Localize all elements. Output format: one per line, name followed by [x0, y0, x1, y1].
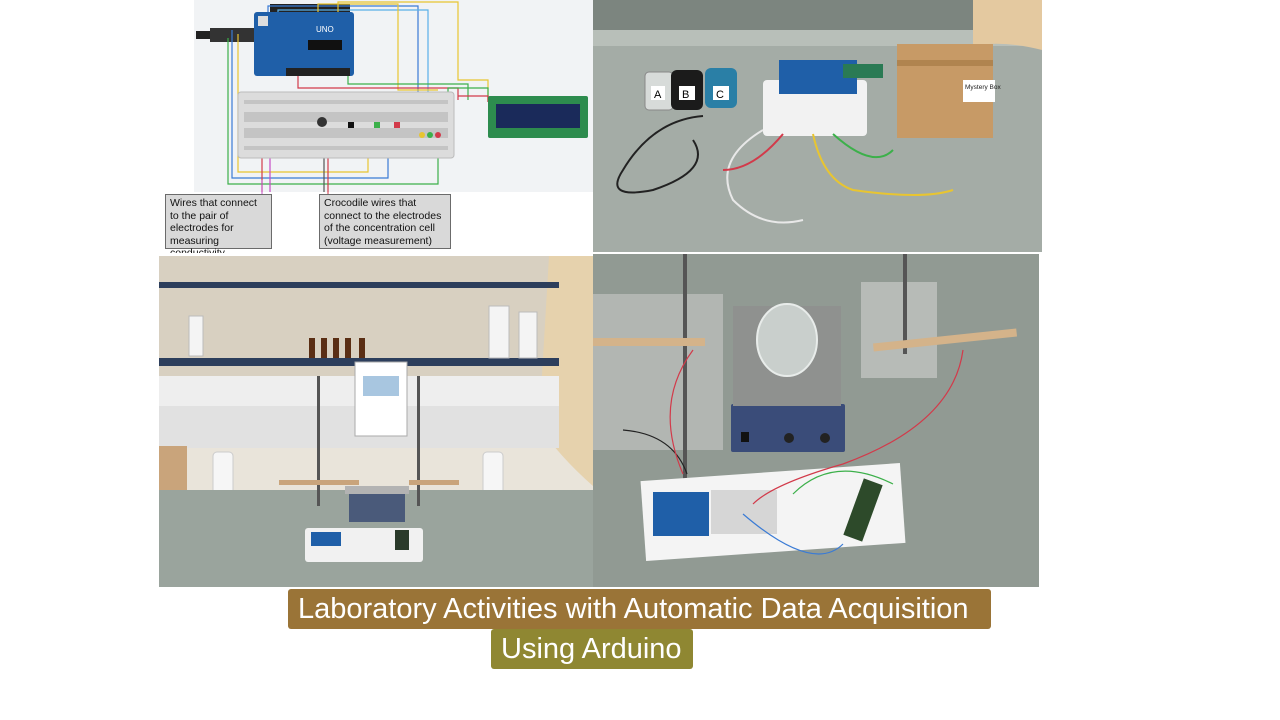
svg-text:C: C	[716, 89, 724, 101]
slide-title-line-2: Using Arduino	[491, 629, 693, 669]
svg-text:A: A	[654, 89, 662, 101]
beaker	[756, 303, 818, 377]
beaker-c: C	[705, 68, 737, 108]
breadboard	[237, 91, 455, 159]
board-label: UNO	[316, 25, 334, 34]
beaker-b: B	[671, 70, 703, 110]
svg-text:B: B	[682, 89, 689, 101]
experiment-setup-photo	[593, 254, 1039, 587]
slide-title-line-1: Laboratory Activities with Automatic Dat…	[288, 589, 991, 629]
lab-bench-photo	[159, 256, 593, 587]
callout-conductivity-wires: Wires that connect to the pair of electr…	[165, 194, 272, 253]
arduino-board	[254, 12, 354, 76]
svg-text:Mystery Box: Mystery Box	[965, 84, 1002, 91]
callout-crocodile-wires: Crocodile wires that connect to the elec…	[319, 194, 451, 249]
kit-photo: A B C Mystery Box	[593, 0, 1042, 252]
circuit-diagram-panel: UNO	[158, 0, 593, 253]
circuit-diagram: UNO	[194, 0, 593, 194]
poster	[354, 361, 408, 437]
beaker-a: A	[644, 71, 674, 111]
hot-plate-body	[731, 404, 845, 452]
